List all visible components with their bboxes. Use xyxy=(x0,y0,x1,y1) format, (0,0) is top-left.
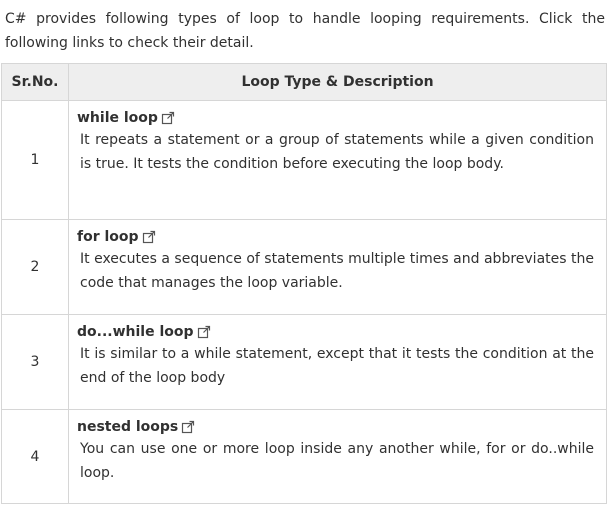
row-content: while loop It repeats a statement or a g… xyxy=(68,100,607,220)
loop-name-label: nested loops xyxy=(77,419,179,435)
loop-name-label: while loop xyxy=(77,110,158,126)
table-row: 3 do...while loop It is similar to a whi… xyxy=(1,314,607,410)
loop-description: It repeats a statement or a group of sta… xyxy=(80,132,594,172)
external-link-icon xyxy=(197,325,210,339)
loop-description: You can use one or more loop inside any … xyxy=(80,441,594,481)
loop-name-label: do...while loop xyxy=(77,324,194,340)
header-sr-no: Sr.No. xyxy=(1,63,69,101)
while-loop-link[interactable]: while loop xyxy=(77,108,175,128)
row-content: for loop It executes a sequence of state… xyxy=(68,219,607,315)
external-link-icon xyxy=(161,111,175,125)
external-link-icon xyxy=(142,230,155,244)
row-content: nested loops You can use one or more loo… xyxy=(68,409,607,504)
row-number: 1 xyxy=(1,100,69,220)
loop-types-table: Sr.No. Loop Type & Description 1 while l… xyxy=(1,63,607,504)
nested-loops-link[interactable]: nested loops xyxy=(77,417,195,437)
table-row: 4 nested loops You can use one or more l… xyxy=(1,409,607,504)
table-header-row: Sr.No. Loop Type & Description xyxy=(1,63,607,101)
row-number: 4 xyxy=(1,409,69,504)
table-row: 2 for loop It executes a sequence of sta… xyxy=(1,219,607,315)
for-loop-link[interactable]: for loop xyxy=(77,227,156,247)
external-link-icon xyxy=(182,420,195,434)
row-number: 2 xyxy=(1,219,69,315)
row-number: 3 xyxy=(1,314,69,410)
table-row: 1 while loop It repeats a statement or a… xyxy=(1,100,607,220)
intro-text: C# provides following types of loop to h… xyxy=(5,11,605,51)
loop-name-label: for loop xyxy=(77,229,139,245)
loop-description: It executes a sequence of statements mul… xyxy=(80,251,594,291)
row-content: do...while loop It is similar to a while… xyxy=(68,314,607,410)
header-loop-type: Loop Type & Description xyxy=(68,63,607,101)
loop-description: It is similar to a while statement, exce… xyxy=(80,346,594,386)
do-while-loop-link[interactable]: do...while loop xyxy=(77,322,211,342)
